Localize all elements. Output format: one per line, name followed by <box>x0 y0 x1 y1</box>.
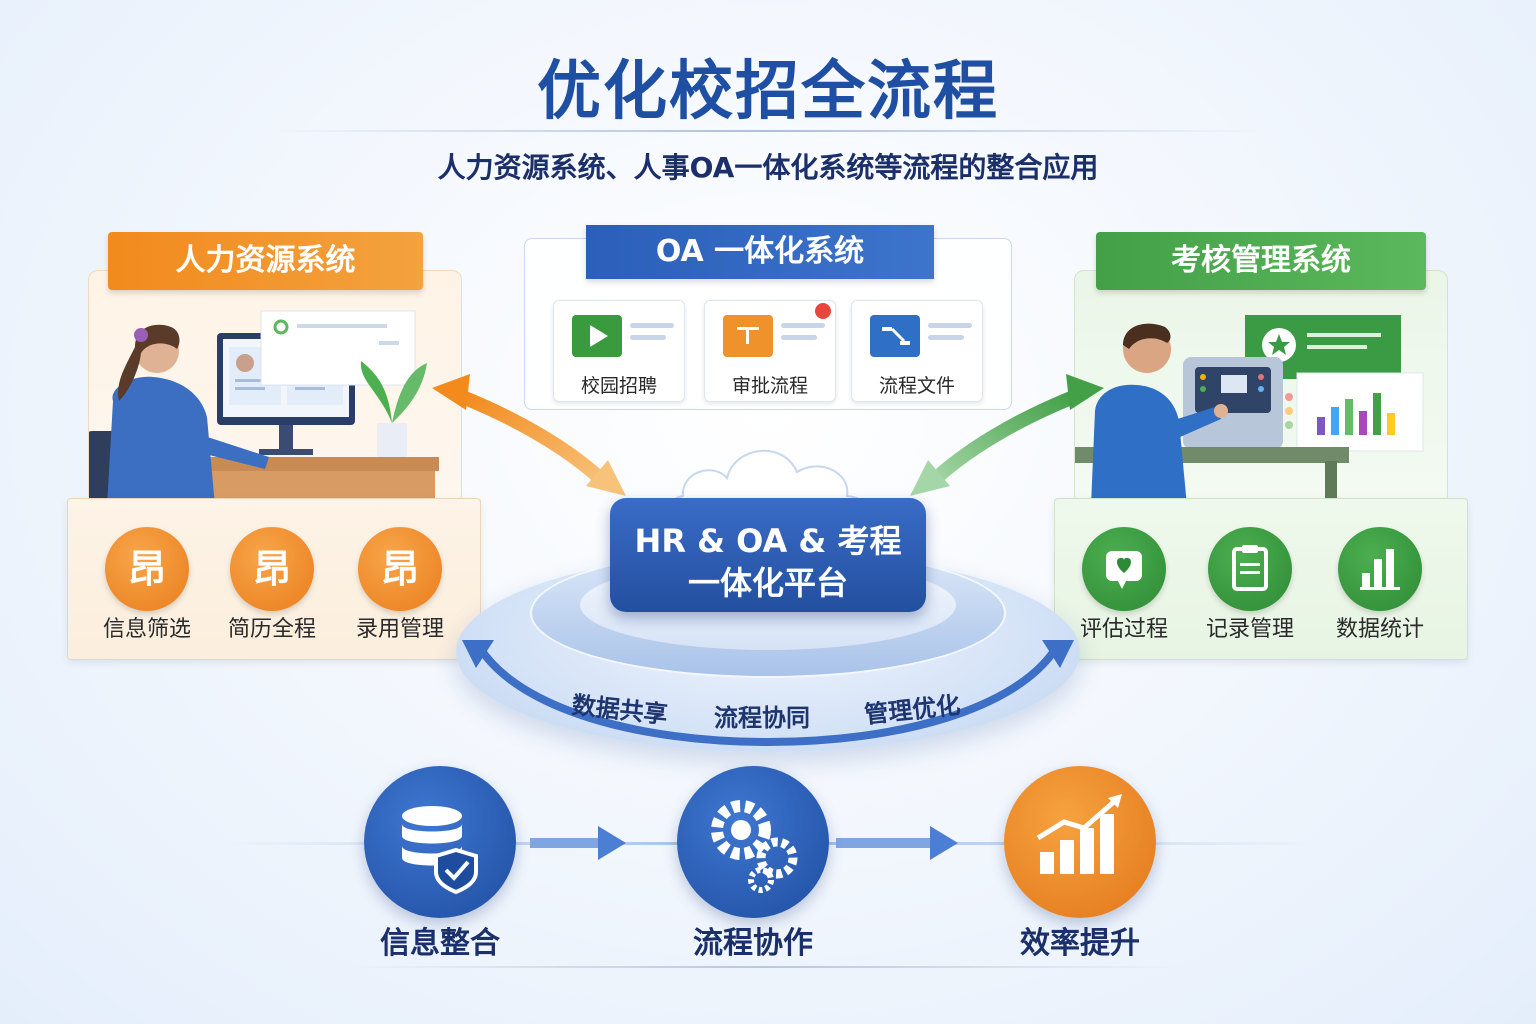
assessment-feature-label: 记录管理 <box>1205 617 1294 642</box>
hr-feature-label: 信息筛选 <box>102 617 191 642</box>
assessment-feature-label: 评估过程 <box>1079 617 1168 642</box>
title-divider <box>270 130 1266 132</box>
assessment-system-header: 考核管理系统 <box>1096 232 1426 290</box>
flow-underline <box>344 966 1184 968</box>
clipboard-icon <box>1208 527 1292 611</box>
ring-label: 流程协同 <box>714 704 810 732</box>
video-play-icon <box>572 315 622 357</box>
database-shield-icon <box>364 766 516 918</box>
oa-card-label: 校园招聘 <box>580 375 657 397</box>
assessment-worker-illustration <box>1075 315 1424 506</box>
resume-icon: 昂 <box>358 527 442 611</box>
oa-system-header: OA 一体化系统 <box>586 225 934 279</box>
gears-icon <box>677 766 829 918</box>
workflow-icon <box>870 315 920 357</box>
heart-chat-icon <box>1082 527 1166 611</box>
bar-chart-icon <box>1338 527 1422 611</box>
growth-chart-icon <box>1004 766 1156 918</box>
page-subtitle: 人力资源系统、人事OA一体化系统等流程的整合应用 <box>437 151 1099 184</box>
oa-card-approval: 审批流程 <box>704 300 836 402</box>
assessment-feature-label: 数据统计 <box>1335 617 1424 642</box>
oa-card-files: 流程文件 <box>851 300 983 402</box>
oa-card-label: 审批流程 <box>731 375 808 397</box>
flow-step-label: 信息整合 <box>380 926 500 961</box>
oa-card-campus: 校园招聘 <box>553 300 685 402</box>
resume-icon: 昂 <box>105 527 189 611</box>
flow-step-label: 效率提升 <box>1020 926 1140 961</box>
platform-title: HR & OA & 考程 <box>634 522 902 560</box>
page-title: 优化校招全流程 <box>537 55 999 129</box>
platform-subtitle: 一体化平台 <box>687 564 848 602</box>
resume-icon: 昂 <box>230 527 314 611</box>
notification-dot <box>815 303 831 319</box>
hr-feature-label: 录用管理 <box>355 617 444 642</box>
integration-platform <box>610 498 926 612</box>
hr-system-header: 人力资源系统 <box>108 232 423 290</box>
hr-feature-label: 简历全程 <box>227 617 316 642</box>
flow-step-label: 流程协作 <box>693 926 813 961</box>
assessment-system-panel <box>1074 270 1448 506</box>
oa-card-label: 流程文件 <box>878 375 955 397</box>
form-icon <box>723 315 773 357</box>
